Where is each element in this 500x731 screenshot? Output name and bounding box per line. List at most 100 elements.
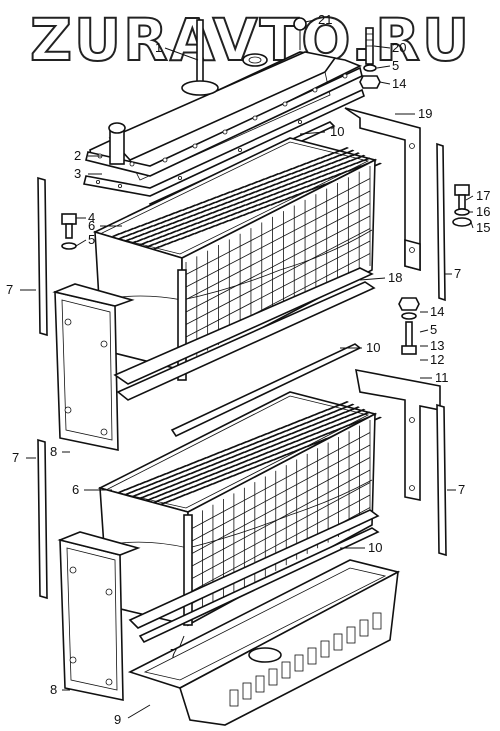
tube-slot: [183, 219, 193, 224]
tube-slot: [320, 432, 330, 437]
tube-slot: [200, 204, 210, 209]
tube-slot: [338, 406, 348, 411]
tube-slot: [191, 488, 201, 493]
tube-slot: [250, 446, 260, 451]
tube-slot: [193, 230, 203, 235]
tube-slot: [244, 443, 254, 448]
tube-slot: [290, 193, 300, 198]
tube-slot: [267, 448, 277, 453]
callout-14: 14: [430, 304, 444, 319]
tube-slot: [171, 219, 181, 224]
tube-slot: [313, 435, 323, 440]
tube-slot: [276, 199, 286, 204]
tube-slot: [340, 424, 350, 429]
tube-slot: [188, 475, 198, 480]
tube-slot: [289, 435, 299, 440]
side-strip-7-right-top: [436, 142, 446, 302]
tube-slot: [153, 217, 163, 222]
mesh-line: [185, 228, 371, 325]
tube-slot: [160, 491, 170, 496]
tube-slot: [212, 451, 222, 456]
tube-slot: [243, 206, 253, 211]
tube-slot: [192, 483, 202, 488]
tube-slot: [193, 478, 203, 483]
tube-slot: [142, 488, 152, 493]
tube-slot: [161, 232, 171, 237]
tube-slot: [200, 475, 210, 480]
tube-slot: [316, 424, 326, 429]
tube-slot: [146, 496, 156, 501]
tube-slot: [246, 462, 256, 466]
tube-slot: [178, 465, 188, 469]
tube-slot: [283, 196, 293, 201]
tube-slot: [326, 152, 336, 157]
tube-slot: [238, 469, 248, 474]
tube-slot: [265, 193, 275, 198]
tube-slot: [196, 219, 206, 224]
tube-slot: [215, 464, 225, 469]
callout-9: 9: [114, 712, 121, 727]
tube-slot: [219, 472, 229, 477]
tube-slot: [308, 432, 318, 437]
tube-slot: [306, 414, 316, 419]
tube-slot: [318, 414, 328, 419]
tube-slot: [149, 486, 159, 491]
tube-slot: [190, 464, 200, 469]
tube-slot: [248, 186, 258, 191]
tube-slot: [207, 472, 217, 477]
tube-slot: [284, 427, 294, 432]
callout-21: 21: [318, 12, 332, 27]
tube-slot: [255, 206, 265, 211]
callout-12: 12: [430, 352, 444, 367]
tube-slot: [353, 165, 363, 170]
callouts: 1 21 20 5 14 19 10 2 3 6 4 5 7 17 16 15 …: [6, 12, 490, 727]
tube-slot: [185, 214, 195, 219]
tube-slot: [208, 196, 218, 201]
top-tank: [85, 17, 363, 181]
tube-slot: [152, 222, 162, 227]
tube-slot: [324, 157, 334, 162]
tube-slot: [182, 472, 192, 477]
tube-slot: [286, 446, 296, 450]
tube-slot: [150, 227, 160, 232]
callout-10: 10: [330, 124, 344, 139]
tube-slot: [326, 175, 336, 180]
bolt-set-17-16-15: [452, 184, 472, 227]
tube-slot: [139, 222, 149, 227]
callout-11: 11: [435, 370, 449, 385]
tube-slot: [161, 486, 171, 491]
mesh-line: [191, 432, 371, 529]
tube-slot: [179, 212, 189, 217]
tube-slot: [136, 486, 146, 491]
tube-slot: [124, 486, 134, 491]
tube-slot: [214, 470, 223, 475]
tube-slot: [253, 459, 263, 464]
tube-slot: [210, 456, 220, 461]
tube-slot: [333, 149, 343, 154]
tube-slot: [275, 440, 285, 445]
tube-slot: [153, 240, 163, 245]
tube-slot: [193, 206, 203, 211]
tank-rib: [294, 654, 304, 672]
tube-slot: [241, 212, 251, 217]
tube-slot: [302, 430, 312, 435]
tube-slot: [295, 432, 305, 437]
tube-slot: [316, 165, 326, 170]
tube-slot: [220, 467, 230, 472]
tube-slot: [252, 435, 262, 440]
tube-slot: [338, 152, 348, 157]
tube-slot: [329, 419, 339, 424]
tube-slot: [301, 435, 311, 440]
tube-slot: [314, 430, 324, 435]
tube-slot: [275, 180, 284, 185]
tube-slot: [243, 183, 253, 188]
tube-slot: [310, 422, 320, 427]
tube-slot: [225, 475, 234, 480]
tube-slot: [138, 227, 148, 232]
callout-16: 16: [476, 204, 490, 219]
tube-slot: [135, 491, 145, 496]
tube-slot: [257, 178, 267, 183]
tube-slot: [317, 183, 327, 188]
tube-slot: [141, 494, 151, 499]
